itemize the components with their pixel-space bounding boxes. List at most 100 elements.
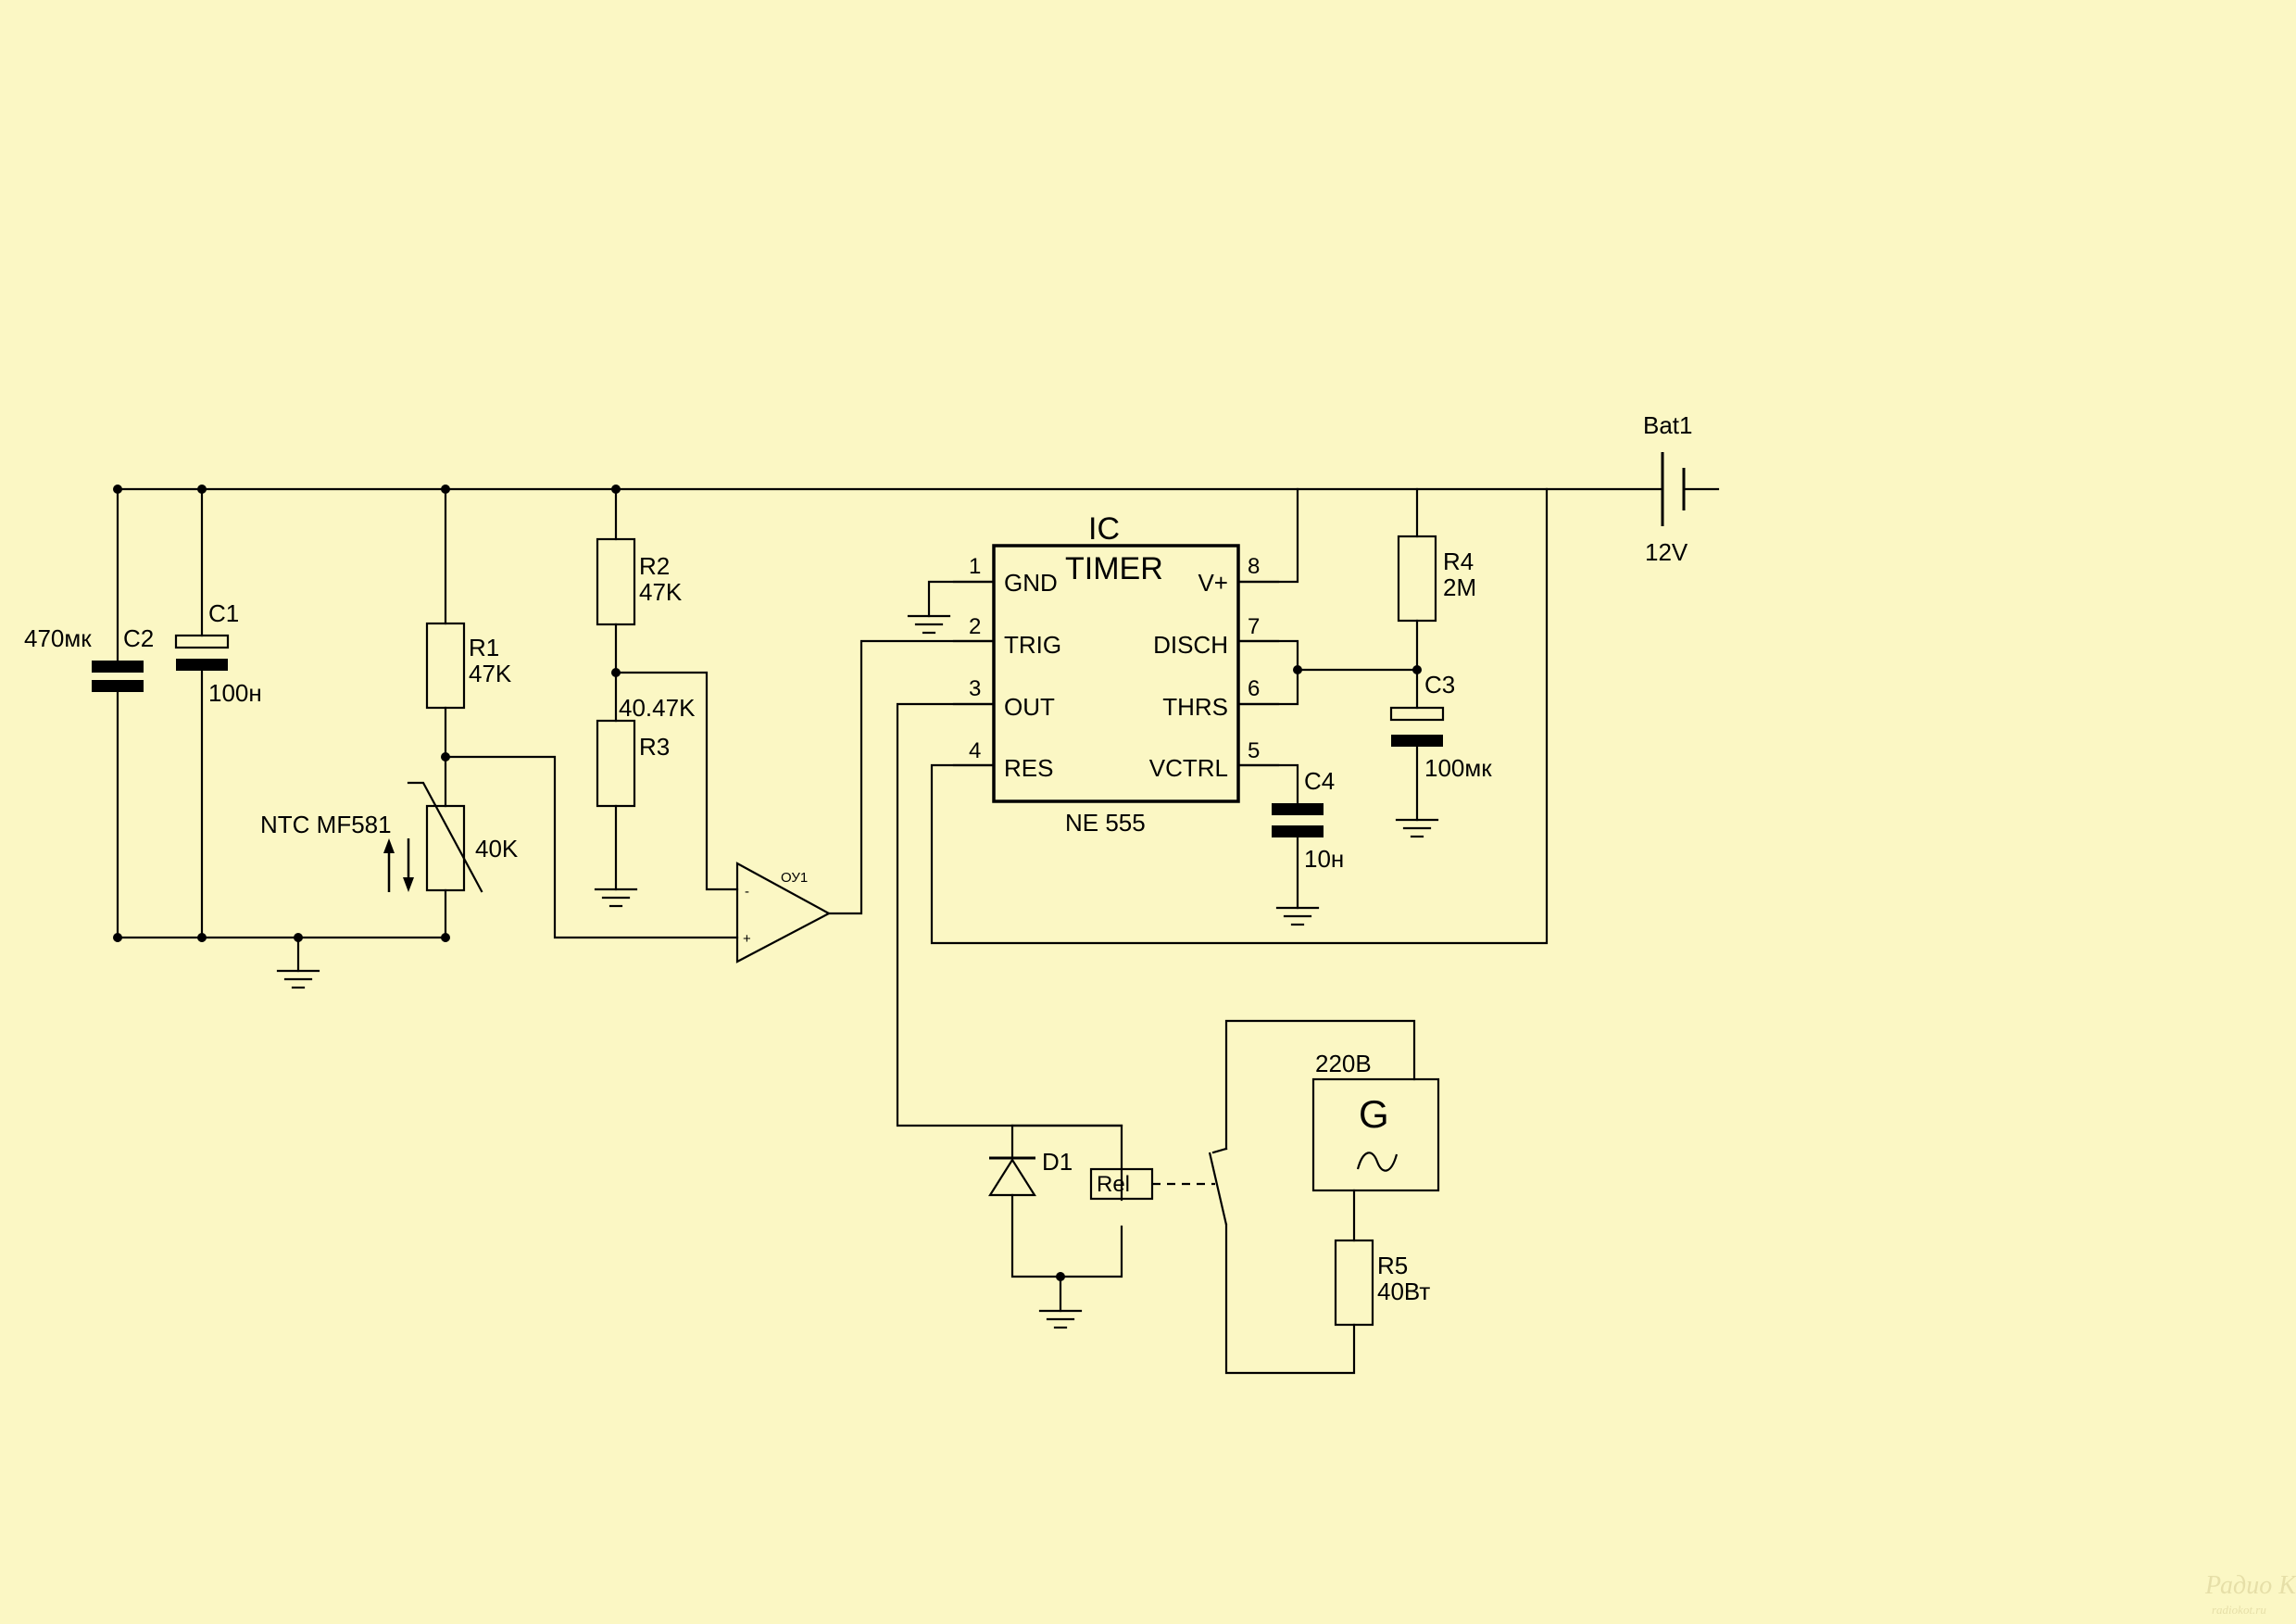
pin-3-name: OUT bbox=[1004, 693, 1055, 721]
pin-5-number: 5 bbox=[1248, 738, 1260, 763]
resistor-body bbox=[596, 537, 636, 626]
resistor-r5: R5 40Вт bbox=[1334, 1239, 1430, 1327]
r2-value-label: 47K bbox=[639, 578, 683, 606]
ic-title-label: TIMER bbox=[1065, 551, 1163, 586]
ic-timer-ne555: IC TIMER NE 555 1 2 3 4 GND TRIG OUT RES… bbox=[952, 511, 1280, 837]
junction-dot bbox=[1412, 665, 1422, 674]
generator-voltage-label: 220В bbox=[1315, 1050, 1372, 1077]
capacitor-plate bbox=[176, 659, 228, 671]
thermistor-slash bbox=[407, 781, 483, 893]
r2-ref-label: R2 bbox=[639, 552, 670, 580]
c3-ref-label: C3 bbox=[1424, 671, 1455, 699]
junction-dot bbox=[294, 933, 303, 942]
resistor-r4: R4 2M bbox=[1397, 535, 1476, 623]
c1-ref-label: C1 bbox=[208, 599, 239, 627]
opamp-plus-sign: + bbox=[743, 931, 751, 947]
pin-1-name: GND bbox=[1004, 569, 1058, 597]
relay-switch-blade bbox=[1208, 1152, 1228, 1226]
pin-2-name: TRIG bbox=[1004, 631, 1061, 659]
capacitor-plate bbox=[1391, 735, 1443, 747]
resistor-r2: R2 47K bbox=[596, 537, 683, 626]
watermark-text: Радио КОТ bbox=[2204, 1571, 2296, 1600]
ground-symbol bbox=[276, 969, 320, 989]
junctions bbox=[113, 485, 1422, 1281]
junction-dot bbox=[441, 485, 450, 494]
generator-box bbox=[1311, 1077, 1440, 1192]
sine-wave-icon bbox=[1356, 1152, 1399, 1172]
r5-value-label: 40Вт bbox=[1377, 1278, 1430, 1305]
junction-dot bbox=[1056, 1272, 1065, 1281]
reference-to-minus-wire bbox=[614, 671, 739, 891]
junction-dot bbox=[611, 485, 621, 494]
out-to-relay-wire bbox=[896, 702, 1123, 1202]
ntc-value-label: 40K bbox=[475, 835, 519, 862]
pin-7-name: DISCH bbox=[1153, 631, 1228, 659]
mains-bottom-wire bbox=[1224, 1223, 1356, 1375]
ntc-ref-label: NTC MF581 bbox=[260, 811, 392, 838]
watermark-logo: Радио КОТ radiokot.ru bbox=[2204, 1571, 2296, 1617]
r1-value-label: 47K bbox=[469, 660, 512, 687]
c4-ref-label: C4 bbox=[1304, 767, 1335, 795]
capacitor-plate bbox=[1272, 825, 1324, 837]
diode-ref-label: D1 bbox=[1042, 1148, 1073, 1176]
opamp-triangle bbox=[735, 862, 832, 963]
switch-top-contact bbox=[1211, 1147, 1228, 1154]
thermistor-ntc: NTC MF581 40K bbox=[260, 781, 519, 893]
ground-symbol bbox=[1038, 1309, 1083, 1329]
reset-to-rail-wire bbox=[930, 487, 1549, 945]
junction-dot bbox=[197, 485, 207, 494]
c1-value-label: 100н bbox=[208, 679, 262, 707]
c3-value-label: 100мк bbox=[1424, 754, 1492, 782]
capacitor-c3: C3 100мк bbox=[1389, 671, 1492, 782]
ic-body bbox=[992, 544, 1240, 803]
pin-5-name: VCTRL bbox=[1149, 754, 1228, 782]
ic-part-label: NE 555 bbox=[1065, 809, 1146, 837]
capacitor-plate-hollow bbox=[1389, 706, 1445, 722]
relay-rel: Rel bbox=[1089, 1147, 1228, 1226]
pin-4-name: RES bbox=[1004, 754, 1053, 782]
junction-dot bbox=[441, 752, 450, 762]
junction-dot bbox=[1293, 665, 1302, 674]
resistor-body bbox=[425, 622, 466, 710]
battery-ref-label: Bat1 bbox=[1643, 411, 1693, 439]
junction-dot bbox=[611, 668, 621, 677]
opamp-to-trig-wire bbox=[827, 639, 996, 915]
diode-triangle bbox=[988, 1157, 1036, 1197]
vctrl-to-c4-wire bbox=[1236, 763, 1299, 806]
pin-6-name: THRS bbox=[1162, 693, 1228, 721]
resistor-body bbox=[1334, 1239, 1374, 1327]
arrow-down-icon-head bbox=[403, 877, 414, 892]
pin-8-name: V+ bbox=[1198, 569, 1228, 597]
capacitor-plate bbox=[92, 661, 144, 673]
junction-dot bbox=[113, 933, 122, 942]
battery-bat1: Bat1 12V bbox=[1643, 411, 1693, 566]
ground-symbol bbox=[1275, 906, 1320, 926]
r4-value-label: 2M bbox=[1443, 573, 1476, 601]
ground-symbol bbox=[1395, 818, 1439, 838]
arrow-up-icon-head bbox=[383, 838, 395, 853]
pin-8-number: 8 bbox=[1248, 554, 1260, 579]
r1-ref-label: R1 bbox=[469, 634, 499, 661]
generator-ac: 220В G bbox=[1311, 1050, 1440, 1192]
ground-symbol bbox=[594, 888, 638, 908]
opamp-ou1: - + ОУ1 bbox=[735, 862, 832, 963]
pin1-ground-wire bbox=[927, 580, 996, 618]
capacitor-c1: C1 100н bbox=[174, 599, 262, 707]
diode-anode-return-wire bbox=[1010, 1193, 1123, 1278]
battery-value-label: 12V bbox=[1645, 538, 1688, 566]
r5-ref-label: R5 bbox=[1377, 1252, 1408, 1279]
opamp-ref-label: ОУ1 bbox=[781, 870, 808, 886]
pin-2-number: 2 bbox=[969, 614, 981, 639]
opamp-minus-sign: - bbox=[745, 884, 749, 900]
relay-coil-box bbox=[1089, 1167, 1154, 1201]
capacitor-plate bbox=[92, 680, 144, 692]
junction-dot bbox=[441, 933, 450, 942]
pin-3-number: 3 bbox=[969, 676, 981, 701]
c2-value-label: 470мк bbox=[24, 624, 92, 652]
r3-ref-label: R3 bbox=[639, 733, 670, 761]
capacitor-c2: 470мк C2 bbox=[24, 624, 154, 692]
diode-d1: D1 bbox=[988, 1148, 1073, 1197]
watermark-url: radiokot.ru bbox=[2212, 1603, 2266, 1617]
c2-ref-label: C2 bbox=[123, 624, 154, 652]
